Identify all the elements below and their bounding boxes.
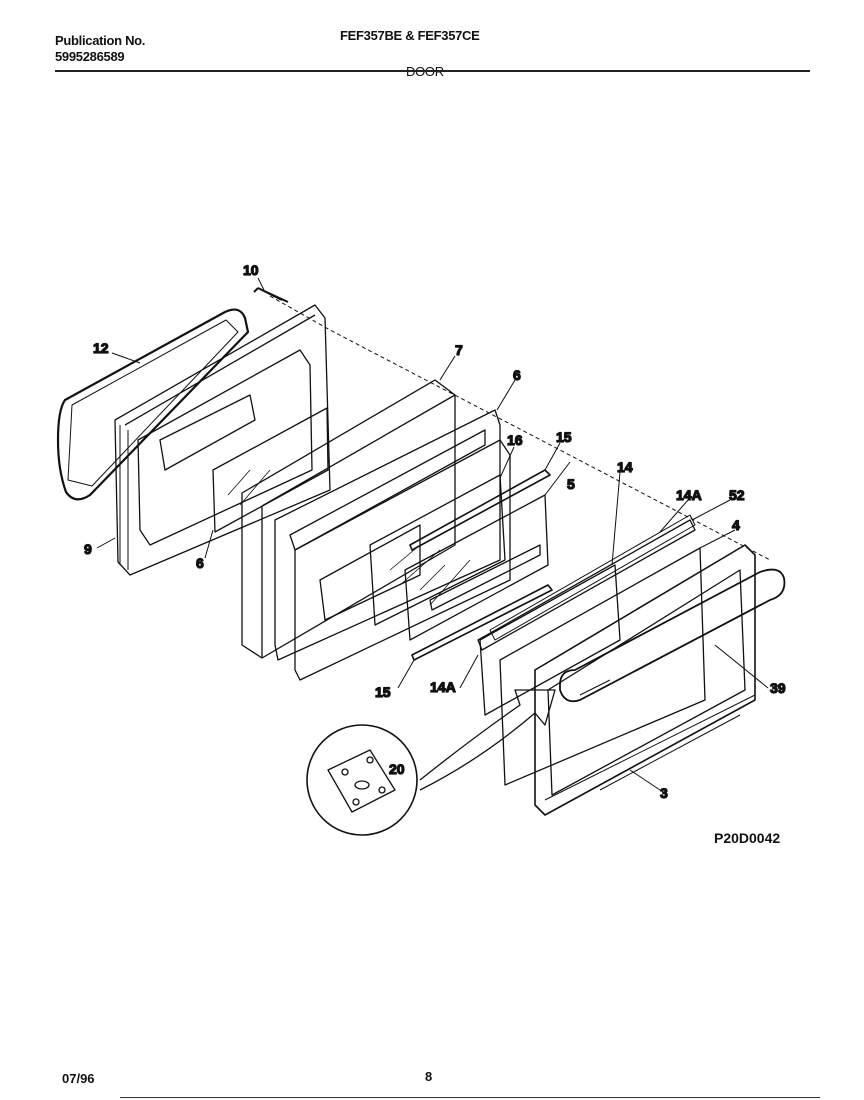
callout-14A-top: 14A — [676, 487, 702, 503]
callout-20: 20 — [389, 761, 405, 777]
part-39-handle — [559, 568, 786, 703]
part-52-strip — [489, 514, 696, 641]
part-7-insulation — [241, 379, 456, 659]
callout-9: 9 — [84, 541, 92, 557]
callout-3: 3 — [660, 785, 668, 801]
part-15-retainer-bottom — [411, 584, 553, 661]
callout-15-bottom: 15 — [375, 684, 391, 700]
callout-6-right: 6 — [513, 367, 521, 383]
part-6-panel — [274, 409, 501, 661]
publication-label: Publication No. — [55, 33, 146, 48]
footer-page: 8 — [425, 1069, 433, 1084]
callout-5: 5 — [567, 476, 575, 492]
callout-12: 12 — [93, 340, 109, 356]
part-9-inner-door — [114, 304, 331, 576]
callout-6-left: 6 — [196, 555, 204, 571]
part-6-glass-left — [212, 407, 329, 533]
callout-7: 7 — [455, 342, 463, 358]
footer-rule — [120, 1097, 820, 1098]
inner-panel — [294, 439, 511, 681]
detail-circle-20 — [306, 724, 418, 836]
part-4-glass — [499, 547, 706, 786]
callout-52: 52 — [729, 487, 745, 503]
callout-14: 14 — [617, 459, 633, 475]
header-rule — [55, 70, 810, 72]
callout-14A-bottom: 14A — [430, 679, 456, 695]
diagram-code: P20D0042 — [714, 830, 781, 846]
part-14-glass — [479, 564, 621, 716]
part-3-outer-door — [534, 544, 756, 816]
callout-4: 4 — [732, 517, 740, 533]
callout-16: 16 — [507, 432, 523, 448]
model-numbers: FEF357BE & FEF357CE — [340, 28, 480, 43]
part-15-retainer-top — [409, 469, 551, 551]
callout-10: 10 — [243, 262, 259, 278]
leader-lines — [96, 277, 769, 791]
part-14A-bracket — [477, 519, 696, 651]
publication-number: 5995286589 — [55, 49, 125, 64]
callout-39: 39 — [770, 680, 786, 696]
part-5-glass — [404, 494, 549, 641]
part-10-screw — [253, 287, 289, 303]
footer-date: 07/96 — [62, 1071, 95, 1086]
detail-arrow — [419, 689, 556, 791]
part-12-gasket — [56, 308, 250, 501]
callout-15-top: 15 — [556, 429, 572, 445]
assembly-guide-line — [269, 295, 771, 561]
